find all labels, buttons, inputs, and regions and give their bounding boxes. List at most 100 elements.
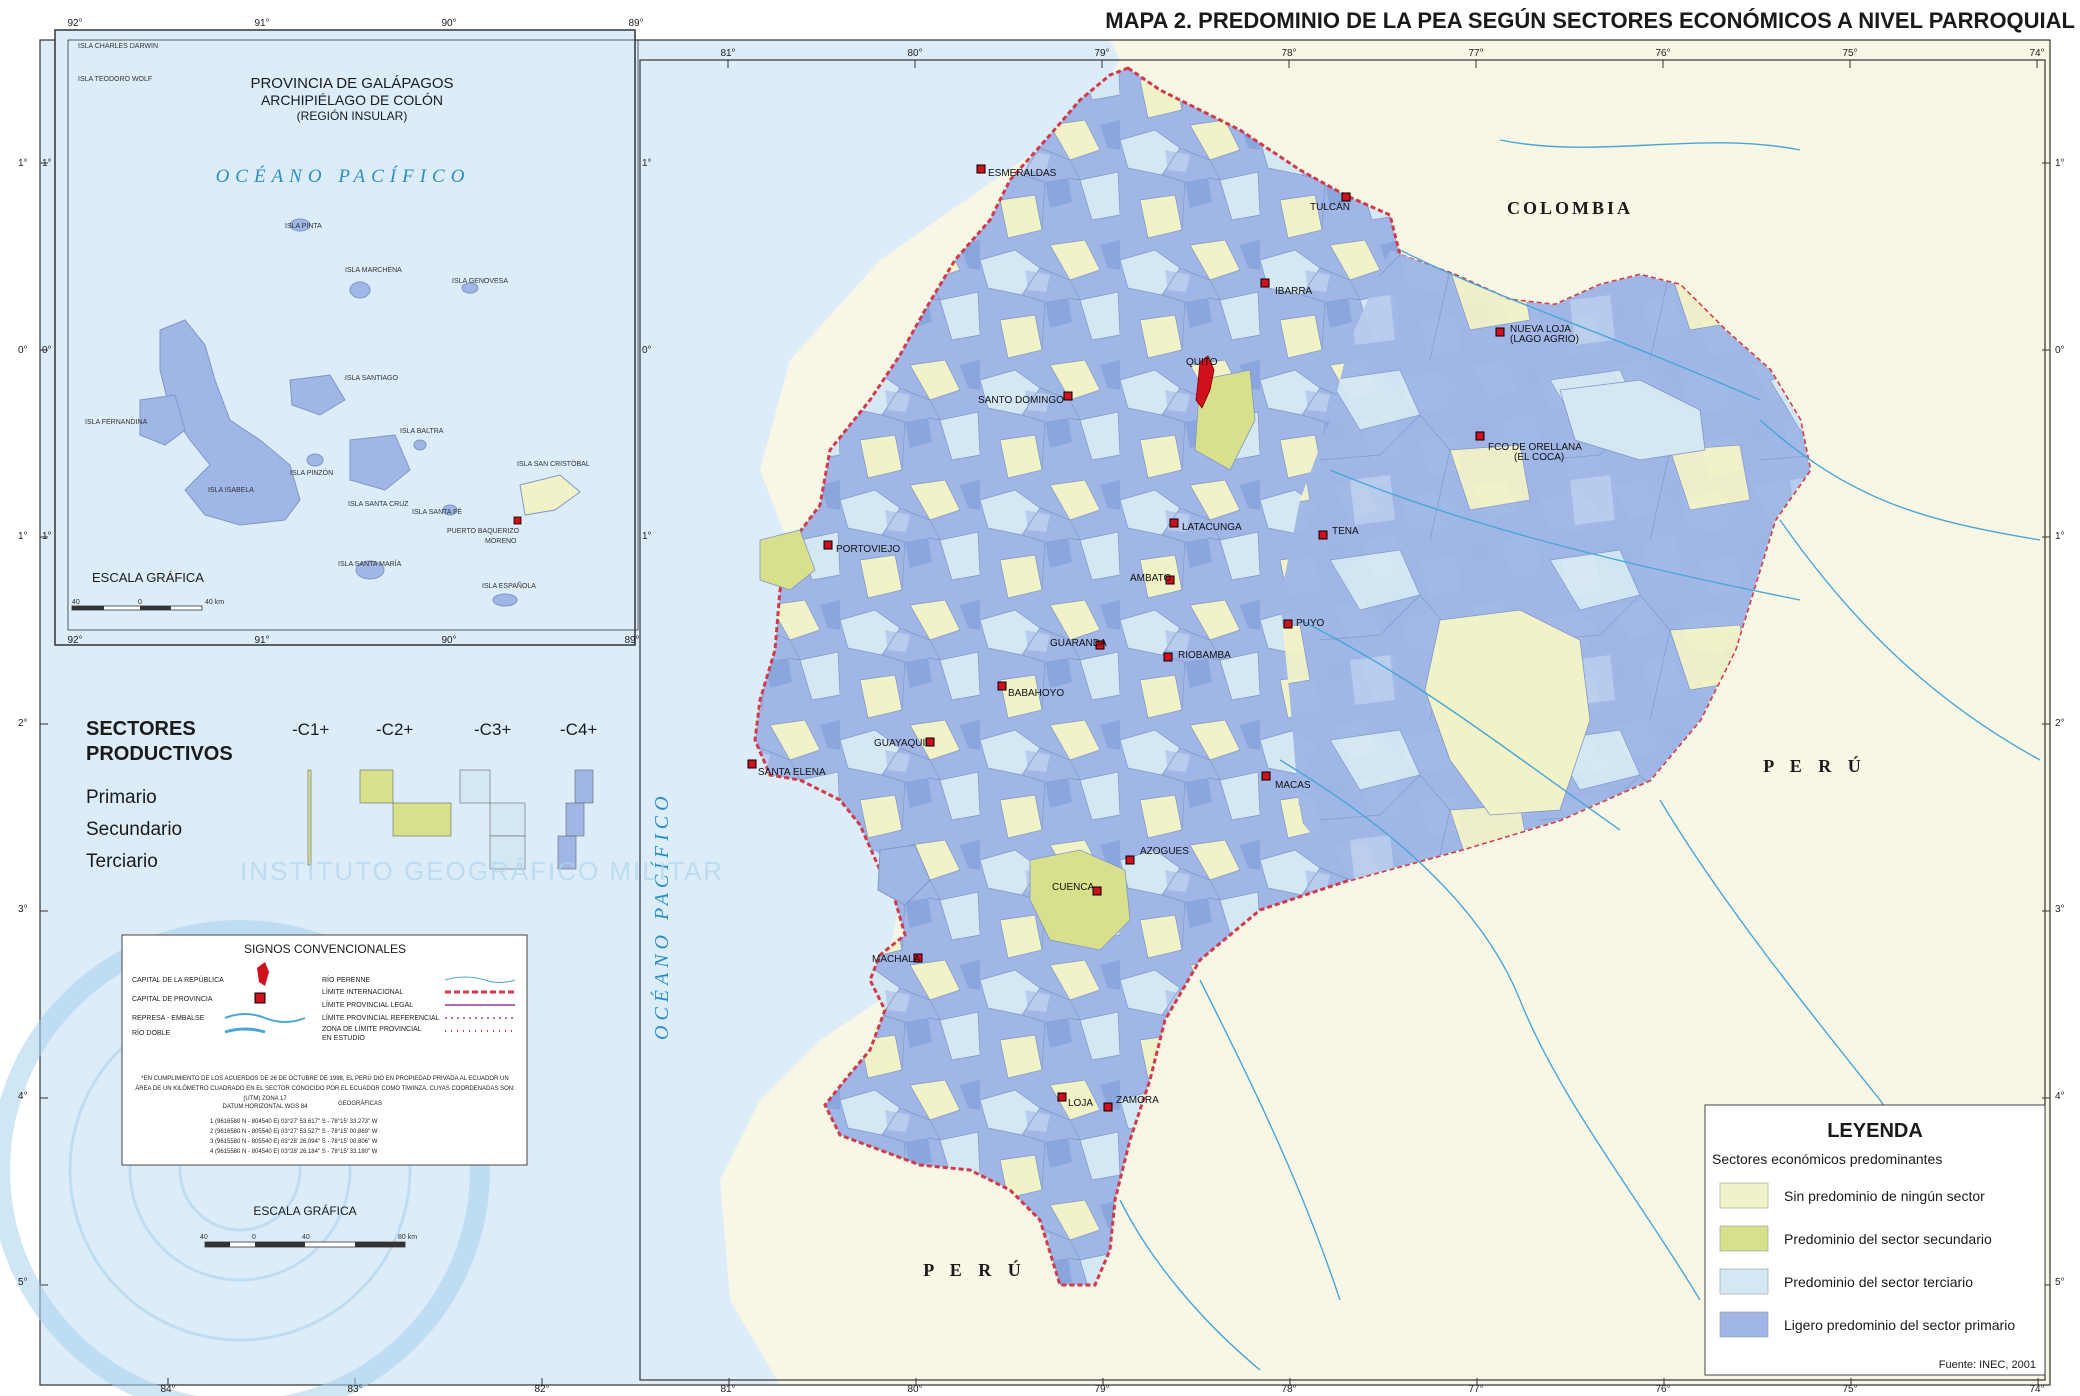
lat-label-left: 3° [18,904,28,915]
galapagos-ocean-label: OCÉANO PACÍFICO [216,165,471,187]
city-labels: ESMERALDAS TULCÁN IBARRA NUEVA LOJA (LAG… [758,168,1582,1109]
lon-label-bottom: 76° [1655,1384,1670,1395]
lat-label-right: 1° [2055,158,2065,169]
island-label: ISLA CHARLES DARWIN [78,43,158,50]
lon-label-bottom: 82° [534,1384,549,1395]
sectores-row: Primario [86,787,157,808]
signos-title: SIGNOS CONVENCIONALES [244,942,406,956]
signo-note-line: GEOGRÁFICAS [338,1100,382,1107]
rivers [1119,139,2041,1371]
zone-secundario-north [1194,369,1256,471]
sectores-column: -C3+ [474,720,511,739]
city-marker-portoviejo [823,540,833,550]
marchena-shape [349,281,371,299]
island-label: ISLA PINTA [285,223,322,230]
coord-line: 2 (9616580 N - 805540 E) 03°27' 53.527" … [210,1129,378,1135]
swatch-primario [1719,1311,1769,1338]
city-marker-orellana [1475,431,1485,441]
galapagos-title: PROVINCIA DE GALÁPAGOS [250,75,453,92]
galapagos-capital-label: PUERTO BAQUERIZO [447,528,520,535]
galapagos-lon-label: 91° [254,18,269,29]
lon-label-top: 75° [1842,48,1857,59]
city-marker-babahoyo [997,681,1007,691]
city-marker-ambato [1165,575,1175,585]
sectores-row: Terciario [86,851,158,872]
galapagos-scale-tick: 40 [72,599,80,606]
santa-maria-shape [355,560,385,580]
main-scale-label: ESCALA GRÁFICA [253,1203,356,1218]
santiago-shape [289,374,346,416]
ocean-pacifico-main: OCÉANO PACÍFICO [650,791,673,1040]
scale-tick: 40 [302,1234,310,1241]
city-marker-tulcan [1341,192,1351,202]
lon-label-top: 81° [720,48,735,59]
lat-label-right: 3° [2055,904,2065,915]
main-map-frame [639,59,2046,1381]
galapagos-scale-tick: 0 [138,599,142,606]
city-label-tena: TENA [1332,526,1359,537]
scale-tick: 0 [252,1234,256,1241]
sectores-column: -C2+ [376,720,413,739]
galapagos-scale-label: ESCALA GRÁFICA [92,570,204,585]
country-peru-east: P E R Ú [1763,755,1867,776]
city-marker-guayaquil [925,737,935,747]
city-label-nueva-loja: (LAGO AGRIO) [1510,334,1579,345]
lon-label-top: 79° [1094,48,1109,59]
santa-fe-shape [442,504,458,516]
espanola-shape [492,593,518,607]
island-label: ISLA GENOVESA [452,278,508,285]
signo-note-line: DATUM HORIZONTAL WGS 84 [223,1104,309,1110]
lat-label-left: 5° [18,1277,28,1288]
leyenda-subtitle: Sectores económicos predominantes [1712,1151,1942,1167]
island-label: ISLA ISABELA [208,487,254,494]
capital-provincia-symbol [254,992,266,1004]
galapagos-lat-label: 1° [642,531,652,542]
lat-label-left: 1° [18,531,28,542]
galapagos-lat-label: 1° [42,531,52,542]
leyenda-source: Fuente: INEC, 2001 [1939,1359,2036,1371]
galapagos-islands [139,218,581,607]
galapagos-island-labels: ISLA CHARLES DARWIN ISLA TEODORO WOLF IS… [78,43,590,590]
island-label: ISLA MARCHENA [345,267,402,274]
isla-puna [877,844,931,906]
zone-terciario-orellana [1559,379,1706,461]
pinta-shape [289,218,311,232]
city-label-ibarra: IBARRA [1275,286,1313,297]
scale-bar-galapagos [71,605,203,611]
galapagos-subtitle: ARCHIPIÉLAGO DE COLÓN [261,92,443,108]
city-label-latacunga: LATACUNGA [1182,522,1242,533]
city-label-guayaquil: GUAYAQUIL [874,738,931,749]
rio-doble-symbol [224,1027,266,1034]
galapagos-scale-tick: 40 km [205,599,224,606]
island-label: ISLA SANTA FÉ [412,507,462,516]
city-marker-zamora [1103,1102,1113,1112]
lon-label-top: 74° [2029,48,2044,59]
city-label-zamora: ZAMORA [1116,1095,1159,1106]
city-label-babahoyo: BABAHOYO [1008,688,1064,699]
city-label-tulcan: TULCÁN [1310,200,1350,213]
city-label-nueva-loja: NUEVA LOJA [1510,324,1571,335]
lon-label-bottom: 77° [1468,1384,1483,1395]
city-label-orellana: FCO DE ORELLANA [1488,442,1582,453]
galapagos-inner-frame [67,39,639,631]
lon-label-top: 76° [1655,48,1670,59]
signos-note: *EN CUMPLIMIENTO DE LOS ACUERDOS DE 26 D… [135,1075,515,1110]
city-marker-azogues [1125,855,1135,865]
city-marker-loja [1057,1092,1067,1102]
lon-label-bottom: 75° [1842,1384,1857,1395]
signos-coords: 1 (9616580 N - 804540 E) 03°27' 53.617" … [210,1119,378,1155]
san-cristobal-shape [519,474,581,516]
santa-cruz-shape [349,434,411,491]
city-label-cuenca: CUENCA [1052,882,1095,893]
lon-label-top: 80° [907,48,922,59]
rio-perenne-symbol [444,976,516,983]
zone-secundario-cuenca [1029,849,1131,951]
city-label-orellana: (EL COCA) [1514,452,1564,463]
galapagos-lon-label: 92° [67,635,82,646]
island-label: ISLA SANTA MARÍA [338,559,402,568]
city-label-santa-elena: SANTA ELENA [758,767,826,778]
city-label-puyo: PUYO [1296,618,1325,629]
baltra-shape [413,439,427,451]
lon-label-bottom: 84° [160,1384,175,1395]
